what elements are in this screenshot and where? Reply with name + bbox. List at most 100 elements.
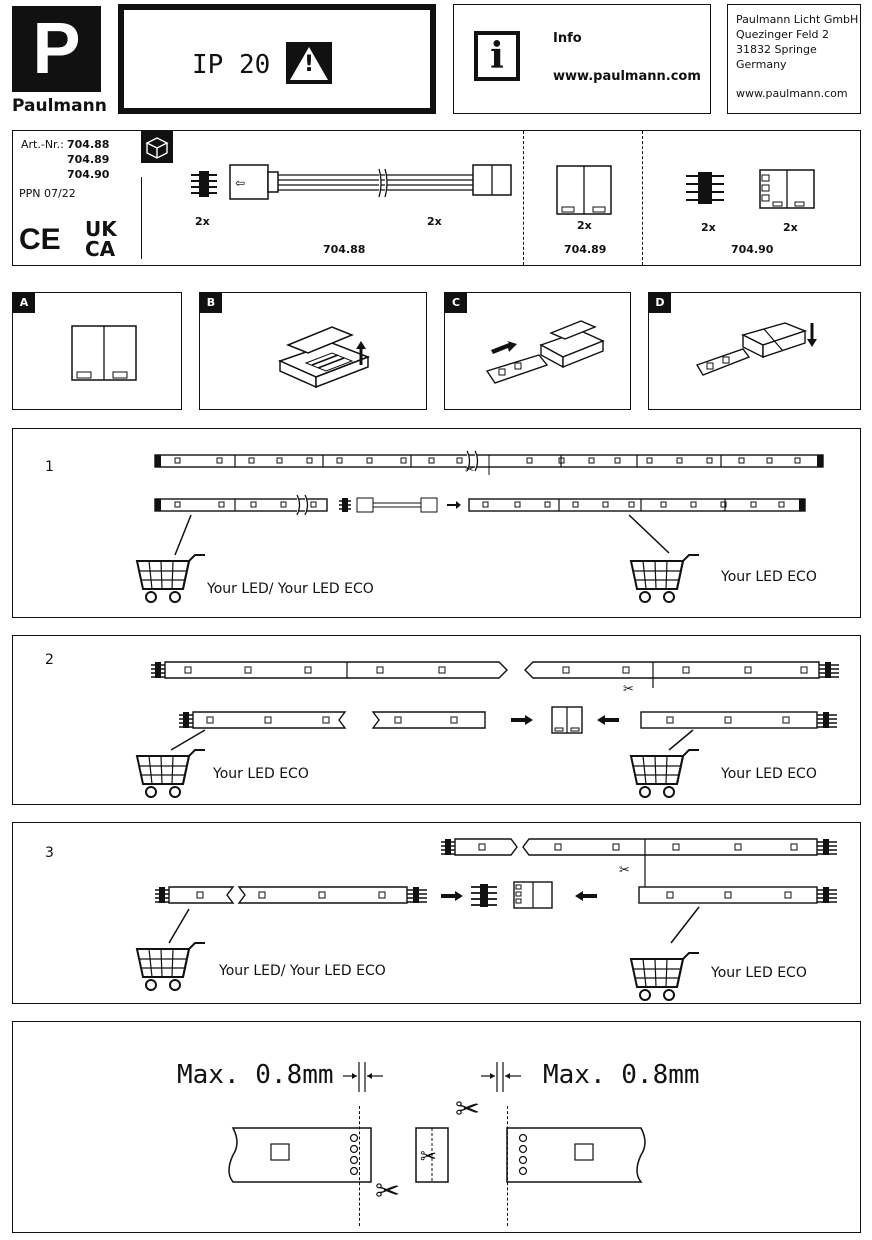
art-nr-label: Art.-Nr.: — [21, 138, 64, 151]
info-url[interactable]: www.paulmann.com — [553, 69, 701, 84]
address-line-city: 31832 Springe — [736, 43, 817, 56]
info-icon: i — [474, 31, 520, 81]
led-strip-full — [154, 450, 824, 475]
step-c-panel: C — [444, 292, 631, 410]
package-contents-box: Art.-Nr.: 704.88 704.89 704.90 PPN 07/22… — [12, 130, 861, 266]
section-2-left-label: Your LED ECO — [213, 766, 309, 782]
step-d-panel: D — [648, 292, 861, 410]
address-url[interactable]: www.paulmann.com — [736, 87, 848, 100]
svg-text:⇦: ⇦ — [235, 176, 245, 190]
warning-glyph: ! — [303, 52, 315, 77]
section-3-right-label: Your LED ECO — [711, 965, 807, 981]
strip-insert-drawing — [485, 320, 605, 384]
section-2-number: 2 — [45, 652, 54, 668]
step-b-tag: B — [200, 293, 222, 313]
cart-right-icon-2 — [629, 729, 699, 798]
svg-text:✂: ✂ — [420, 1144, 437, 1168]
info-title: Info — [553, 31, 582, 46]
section-1-panel: 1 ✂ You — [12, 428, 861, 618]
ukca-mark-bottom: CA — [85, 237, 116, 261]
scissors-icon-bottom: ✂ — [375, 1174, 401, 1209]
clip-connector-small — [551, 706, 583, 734]
cart-left-icon — [135, 514, 205, 603]
brand-name: Paulmann — [12, 96, 107, 116]
rgb-strip-bottom-left — [179, 711, 486, 729]
section-1-right-label: Your LED ECO — [721, 569, 817, 585]
rgbw-strip-bottom-left — [155, 886, 427, 904]
arrow-right-small — [447, 501, 461, 509]
ukca-mark-top: UK — [85, 217, 117, 241]
max-gap-right-text: Max. 0.8mm — [543, 1060, 700, 1090]
ce-mark: CE — [19, 223, 61, 256]
rgbw-strip-bottom-right — [638, 886, 837, 904]
ppn-code: PPN 07/22 — [19, 187, 76, 200]
article-label-704-90: 704.90 — [731, 243, 774, 256]
qty-conn-704-90: 2x — [783, 221, 798, 234]
address-box: Paulmann Licht GmbH Quezinger Feld 2 318… — [727, 4, 861, 114]
step-c-tag: C — [445, 293, 467, 313]
section-1-left-label: Your LED/ Your LED ECO — [207, 581, 374, 597]
scissors-icon: ✂ — [465, 463, 475, 476]
gap-marker-right — [481, 1062, 521, 1092]
step-b-panel: B — [199, 292, 427, 410]
art-nr-704-90: 704.90 — [67, 168, 110, 181]
rgb-strip-top-left — [151, 661, 508, 679]
dashed-divider — [523, 131, 524, 265]
warning-triangle-icon: ! — [286, 42, 332, 84]
cut-line-left — [359, 1106, 360, 1226]
art-nr-704-88: 704.88 — [67, 138, 110, 151]
section-2-right-label: Your LED ECO — [721, 766, 817, 782]
max-gap-left-text: Max. 0.8mm — [177, 1060, 334, 1090]
address-line-company: Paulmann Licht GmbH — [736, 13, 859, 26]
arrow-left-3 — [575, 891, 597, 901]
pin-connector-3 — [471, 884, 497, 907]
rgb-strip-top-right — [524, 661, 839, 688]
strip-end-right — [506, 1127, 646, 1183]
rgbw-strip-top-right — [522, 838, 837, 897]
strip-end-left — [228, 1127, 372, 1183]
ip-rating-text: IP 20 — [192, 50, 271, 80]
open-clip-connector-drawing — [71, 325, 137, 381]
section-3-panel: 3 ✂ — [12, 822, 861, 1004]
cut-line-right — [507, 1106, 508, 1226]
ip-rating-box: IP 20 ! — [118, 4, 436, 114]
cart-left-icon-3 — [135, 908, 205, 991]
info-box: i Info www.paulmann.com — [453, 4, 711, 114]
cut-detail-panel: Max. 0.8mm Max. 0.8mm ✂ ✂ ✂ — [12, 1021, 861, 1233]
arrow-right-3 — [441, 891, 463, 901]
info-icon-letter: i — [490, 35, 504, 77]
step-a-tag: A — [13, 293, 35, 313]
rgb-strip-bottom-right — [640, 711, 837, 729]
qty-pins-704-88: 2x — [195, 215, 210, 228]
vertical-divider — [141, 177, 142, 259]
scissors-icon-top: ✂ — [455, 1092, 481, 1127]
gap-marker-left — [343, 1062, 383, 1092]
qty-pins-704-90: 2x — [701, 221, 716, 234]
clip-closed-drawing — [695, 322, 808, 376]
cart-left-icon-2 — [135, 729, 206, 798]
arrow-down-icon — [807, 323, 817, 347]
qty-cable-704-88: 2x — [427, 215, 442, 228]
connector-cable-icon: ⇦ — [229, 164, 512, 200]
section-3-left-label: Your LED/ Your LED ECO — [219, 963, 386, 979]
rgbw-strip-top-left — [441, 838, 518, 856]
qty-704-89: 2x — [577, 219, 592, 232]
section-1-number: 1 — [45, 459, 54, 475]
clip-connector-icon — [556, 165, 612, 215]
clip-open-lid-drawing — [277, 326, 371, 389]
pin-connector-icon — [191, 171, 217, 197]
scissors-icon-3: ✂ — [619, 863, 630, 878]
article-label-704-88: 704.88 — [323, 243, 366, 256]
section-3-number: 3 — [45, 845, 54, 861]
arrow-up-icon — [356, 341, 366, 365]
section-2-panel: 2 ✂ Your LED E — [12, 635, 861, 805]
clip-connector-rgbw — [513, 881, 553, 909]
cut-piece-middle: ✂ — [415, 1127, 449, 1183]
arrow-right-2 — [511, 715, 533, 725]
article-label-704-89: 704.89 — [564, 243, 607, 256]
led-strip-cut-left — [154, 494, 328, 516]
logo-letter: P — [32, 9, 81, 89]
clip-connector-rgb-icon — [759, 169, 815, 209]
address-line-street: Quezinger Feld 2 — [736, 28, 829, 41]
step-a-panel: A — [12, 292, 182, 410]
